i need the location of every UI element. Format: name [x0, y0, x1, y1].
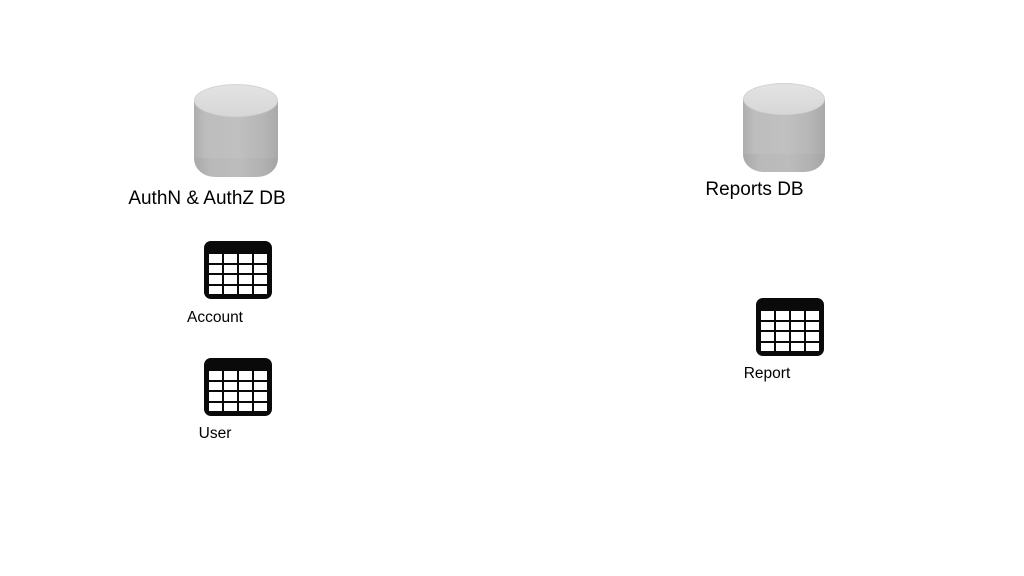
node-label-authn-authz-db: AuthN & AuthZ DB	[128, 188, 286, 209]
node-label-account-table: Account	[186, 309, 243, 326]
table-cell	[209, 392, 222, 401]
cylinder-top-ellipse	[194, 84, 278, 117]
table-grid-icon	[756, 298, 824, 356]
table-cell	[776, 332, 789, 341]
table-grid-icon	[204, 358, 272, 416]
node-report-table[interactable]: Report	[744, 298, 824, 382]
table-cell	[239, 371, 252, 380]
cylinder-top-ellipse	[743, 83, 825, 115]
table-cell	[239, 264, 252, 273]
table-cell	[224, 285, 237, 294]
node-reports-db[interactable]: Reports DB	[705, 83, 825, 201]
node-user-table[interactable]: User	[199, 358, 272, 442]
table-cell	[776, 321, 789, 330]
table-cell	[224, 371, 237, 380]
table-cell	[254, 264, 267, 273]
table-cell	[224, 254, 237, 263]
table-cell	[224, 275, 237, 284]
table-grid-cells	[209, 254, 267, 294]
table-cell	[761, 311, 774, 320]
table-cell	[791, 332, 804, 341]
table-cell	[209, 264, 222, 273]
database-cylinder-icon	[743, 83, 825, 172]
table-cell	[791, 342, 804, 351]
table-cell	[254, 371, 267, 380]
table-grid-cells	[209, 371, 267, 411]
node-account-table[interactable]: Account	[187, 241, 272, 326]
table-cell	[224, 402, 237, 411]
table-grid-icon	[204, 241, 272, 299]
table-cell	[209, 285, 222, 294]
table-cell	[239, 285, 252, 294]
table-cell	[806, 342, 819, 351]
table-cell	[776, 342, 789, 351]
table-cell	[209, 402, 222, 411]
table-cell	[224, 381, 237, 390]
table-cell	[224, 264, 237, 273]
table-cell	[239, 381, 252, 390]
table-cell	[209, 381, 222, 390]
node-authn-authz-db[interactable]: AuthN & AuthZ DB	[128, 84, 286, 210]
table-cell	[254, 285, 267, 294]
table-cell	[239, 254, 252, 263]
table-cell	[209, 371, 222, 380]
table-cell	[239, 275, 252, 284]
table-cell	[806, 321, 819, 330]
table-cell	[806, 311, 819, 320]
table-cell	[791, 321, 804, 330]
node-label-reports-db: Reports DB	[705, 179, 804, 200]
node-label-report-table: Report	[743, 365, 791, 382]
table-cell	[254, 254, 267, 263]
node-label-user-table: User	[198, 425, 232, 442]
table-cell	[254, 381, 267, 390]
table-cell	[761, 321, 774, 330]
table-cell	[209, 275, 222, 284]
table-cell	[776, 311, 789, 320]
table-cell	[254, 392, 267, 401]
table-cell	[761, 342, 774, 351]
table-cell	[791, 311, 804, 320]
table-cell	[761, 332, 774, 341]
table-cell	[239, 392, 252, 401]
table-cell	[224, 392, 237, 401]
table-cell	[209, 254, 222, 263]
table-grid-cells	[761, 311, 819, 351]
database-cylinder-icon	[194, 84, 278, 177]
table-cell	[254, 275, 267, 284]
table-cell	[254, 402, 267, 411]
table-cell	[806, 332, 819, 341]
table-cell	[239, 402, 252, 411]
